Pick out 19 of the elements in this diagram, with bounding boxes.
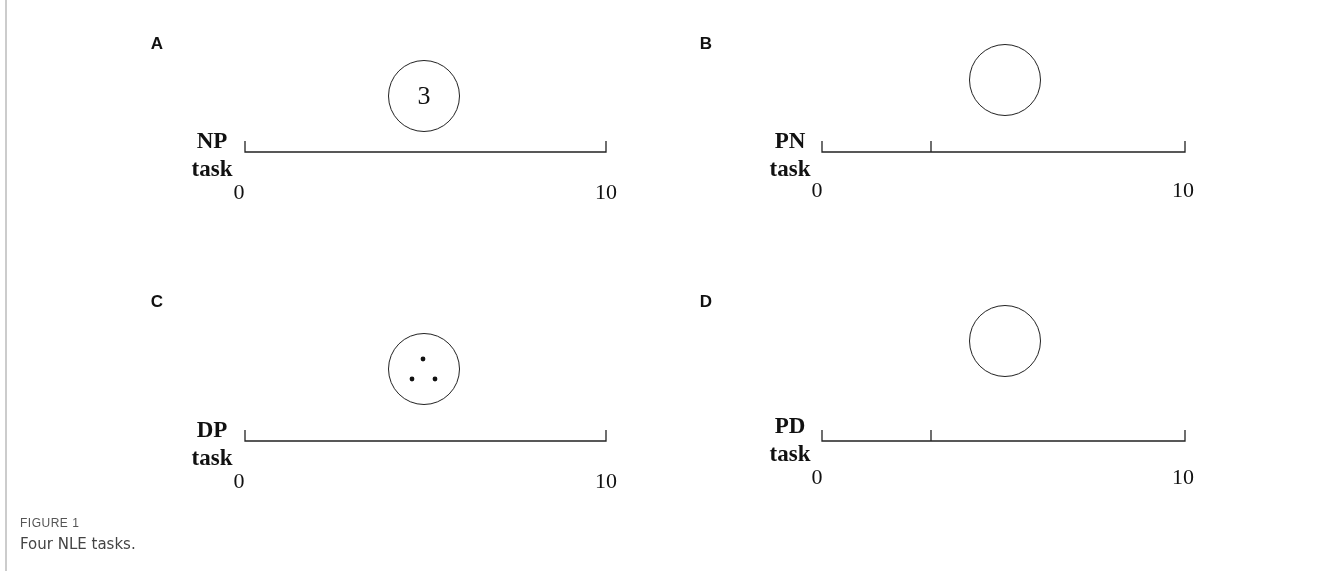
scale-number: 10 bbox=[1172, 464, 1194, 490]
scale-number: 0 bbox=[811, 177, 823, 203]
number-text: 3 bbox=[417, 81, 431, 111]
panel-letter: C bbox=[150, 292, 164, 312]
scale-number: 0 bbox=[233, 179, 245, 205]
task-name: PN task bbox=[768, 127, 812, 183]
panel-letter: B bbox=[699, 34, 713, 54]
figure-number: FIGURE 1 bbox=[20, 516, 80, 530]
caption: Four NLE tasks. bbox=[20, 535, 136, 553]
panel-letter: D bbox=[699, 292, 713, 312]
task-name: NP task bbox=[190, 127, 234, 183]
scale-number: 0 bbox=[811, 464, 823, 490]
task-name: PD task bbox=[768, 412, 812, 468]
task-name: DP task bbox=[190, 416, 234, 472]
panel-letter: A bbox=[150, 34, 164, 54]
scale-number: 10 bbox=[595, 468, 617, 494]
scale-number: 0 bbox=[233, 468, 245, 494]
scale-number: 10 bbox=[1172, 177, 1194, 203]
scale-number: 10 bbox=[595, 179, 617, 205]
